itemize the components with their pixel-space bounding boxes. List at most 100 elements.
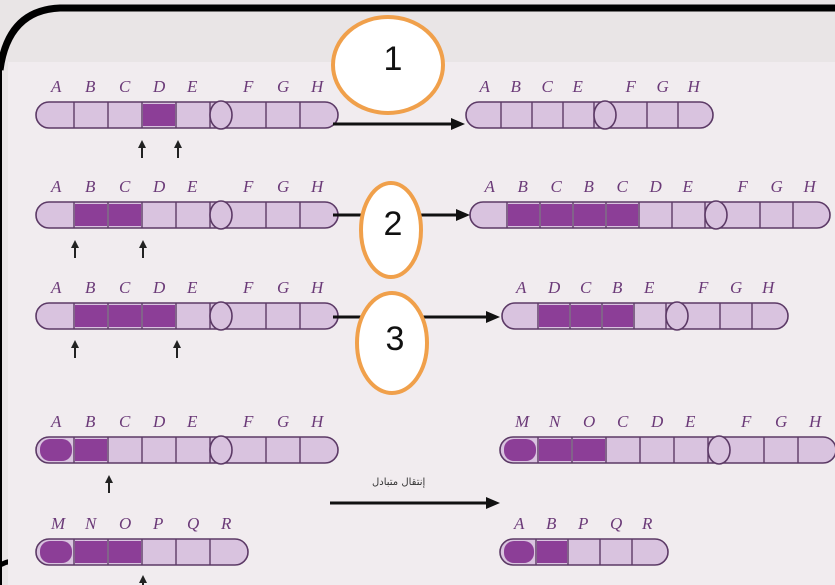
gene-label: F [243, 77, 254, 96]
chromosome-after-4-segment [799, 439, 831, 461]
chromosome-before-3-segment [233, 305, 265, 327]
gene-label: D [153, 412, 166, 431]
chromosome-after-3-segment [506, 305, 536, 327]
breakpoint-arrow-head [105, 475, 113, 483]
gene-label: A [51, 412, 62, 431]
chromosome-after-1-segment [470, 104, 499, 126]
gene-label: Q [610, 514, 623, 533]
chromosome-before-2-segment [177, 204, 209, 226]
step-number-1: 1 [383, 40, 403, 78]
gene-label: G [277, 77, 290, 96]
gene-label: E [187, 177, 198, 196]
chromosome-after-2-segment [794, 204, 825, 226]
chromosome-after-4-segment [573, 439, 605, 461]
gene-label: F [243, 412, 254, 431]
gene-label: H [311, 177, 324, 196]
gene-label: C [616, 177, 628, 196]
chromosome-before-4-segment [267, 439, 299, 461]
gene-label: Q [187, 514, 200, 533]
chromosome-before-5-segment [211, 541, 243, 563]
chromosome-after-2-segment [508, 204, 539, 226]
chromosome-after-5-segment [569, 541, 599, 563]
chromosome-after-4-segment [675, 439, 707, 461]
chromosome-after-1-segment [617, 104, 646, 126]
chromosome-after-4-segment [731, 439, 763, 461]
chromosome-before-3-segment [301, 305, 333, 327]
gene-label: F [625, 77, 636, 96]
chromosome-after-5-segment [633, 541, 663, 563]
chromosome-before-4-segment [143, 439, 175, 461]
chromosome-after-4-segment [607, 439, 639, 461]
chromosome-before-3-segment [177, 305, 209, 327]
gene-label: D [153, 278, 166, 297]
gene-label: F [243, 177, 254, 196]
arrow-inversion-head [486, 311, 500, 323]
gene-label: G [656, 77, 669, 96]
step-circle-1 [331, 15, 445, 115]
chromosome-after-5-segment [504, 541, 534, 563]
gene-label: G [277, 412, 290, 431]
chromosome-after-5-segment [601, 541, 631, 563]
gene-label: M [51, 514, 66, 533]
gene-label: C [119, 177, 131, 196]
gene-label: H [809, 412, 822, 431]
gene-label: H [311, 77, 324, 96]
chromosome-after-3-segment [689, 305, 719, 327]
chromosome-after-2-segment [607, 204, 638, 226]
breakpoint-arrow-head [71, 340, 79, 348]
gene-label: P [153, 514, 164, 533]
gene-label: G [730, 278, 743, 297]
chromosome-before-4-segment [40, 439, 72, 461]
chromosome-before-4-segment [301, 439, 333, 461]
chromosome-after-1-centromere [593, 100, 617, 130]
arrow-translocation-head [486, 497, 500, 509]
chromosome-before-5-segment [109, 541, 141, 563]
step-number-2: 2 [383, 205, 403, 243]
gene-label: H [803, 177, 816, 196]
gene-label: M [515, 412, 530, 431]
gene-label: P [578, 514, 589, 533]
chromosome-after-1-segment [648, 104, 677, 126]
gene-label: R [642, 514, 653, 533]
chromosome-after-1-segment [564, 104, 593, 126]
gene-label: C [580, 278, 592, 297]
arrow-deletion-head [451, 118, 465, 130]
breakpoint-arrow-head [173, 340, 181, 348]
step-circle-3 [355, 291, 429, 395]
chromosome-before-1-segment [75, 104, 107, 126]
chromosome-after-2-segment [541, 204, 572, 226]
chromosome-before-3-segment [109, 305, 141, 327]
gene-label: N [85, 514, 97, 533]
gene-label: A [51, 177, 62, 196]
gene-label: A [514, 514, 525, 533]
chromosome-after-3-segment [635, 305, 665, 327]
gene-label: E [682, 177, 693, 196]
chromosome-before-3-segment [75, 305, 107, 327]
chromosome-after-2-segment [761, 204, 792, 226]
chromosome-after-4-segment [641, 439, 673, 461]
gene-label: E [572, 77, 583, 96]
chromosome-before-4-segment [233, 439, 265, 461]
chromosome-before-4-segment [177, 439, 209, 461]
chromosome-after-2-segment [574, 204, 605, 226]
gene-label: G [770, 177, 783, 196]
gene-label: B [612, 278, 623, 297]
chromosome-before-3-segment [40, 305, 72, 327]
gene-label: H [687, 77, 700, 96]
chromosome-before-3-centromere [209, 301, 233, 331]
gene-label: C [119, 412, 131, 431]
breakpoint-arrow-head [139, 240, 147, 248]
gene-label: C [617, 412, 629, 431]
chromosome-before-1-segment [177, 104, 209, 126]
chromosome-after-3-segment [603, 305, 633, 327]
chromosome-before-1-segment [301, 104, 333, 126]
gene-label: F [698, 278, 709, 297]
gene-label: A [479, 77, 490, 96]
breakpoint-arrow-head [174, 140, 182, 148]
chromosome-after-3-segment [753, 305, 783, 327]
chromosome-before-4-segment [109, 439, 141, 461]
chromosome-after-1-segment [533, 104, 562, 126]
gene-label: B [510, 77, 521, 96]
gene-label: O [119, 514, 132, 533]
chromosome-after-2-centromere [704, 200, 728, 230]
